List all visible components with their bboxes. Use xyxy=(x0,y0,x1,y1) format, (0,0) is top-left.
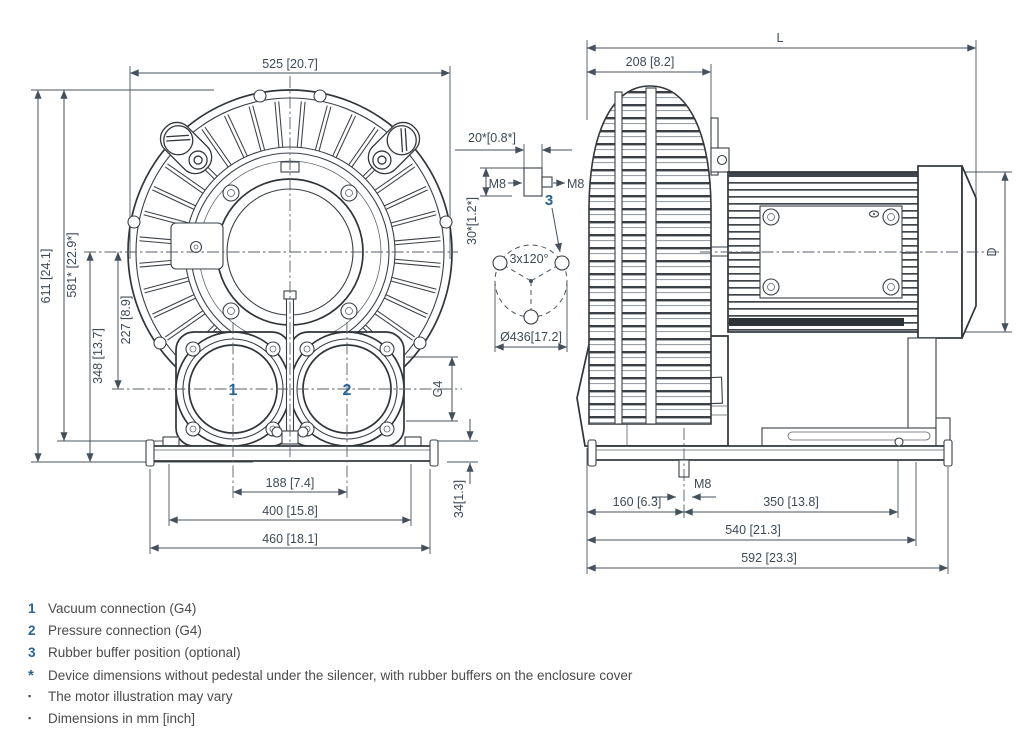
buffer-stud xyxy=(541,176,553,188)
legend-bullet-2: ▪ xyxy=(28,713,32,723)
legend-item-pressure: 2 Pressure connection (G4) xyxy=(28,623,988,645)
dim-base-length-label: 592 [23.3] xyxy=(741,551,797,565)
side-view: L 208 [8.2] D 160 [6.3] 350 [13.8] 540 [… xyxy=(576,31,1012,574)
dim-foot-span-label: 350 [13.8] xyxy=(763,495,819,509)
legend-text-1: Vacuum connection (G4) xyxy=(48,601,197,616)
legend-text-motor-note: The motor illustration may vary xyxy=(48,689,233,704)
rubber-buffer-detail: 20*[0.8*] 30*[1.2*] M8 M8 3 3x120° Ø436[… xyxy=(455,131,584,352)
legend-item-motor-note: ▪ The motor illustration may vary xyxy=(28,689,988,711)
legend-marker-2: 2 xyxy=(28,623,36,638)
legend-marker-3: 3 xyxy=(28,645,36,660)
side-centerlines xyxy=(683,251,1000,508)
dim-hole-spacing-label: 400 [15.8] xyxy=(262,504,318,518)
front-centerlines xyxy=(84,76,462,500)
dim-length-label: L xyxy=(777,31,784,45)
buffer-width-label: 20*[0.8*] xyxy=(468,131,516,145)
dim-front-foot-label: 160 [6.3] xyxy=(613,495,662,509)
legend: 1 Vacuum connection (G4) 2 Pressure conn… xyxy=(28,601,988,733)
dim-center-to-base-label: 348 [13.7] xyxy=(91,328,105,384)
side-dimension-lines xyxy=(586,44,1009,572)
legend-item-buffer: 3 Rubber buffer position (optional) xyxy=(28,645,988,667)
dim-height-no-pedestal-label: 581* [22.9*] xyxy=(65,232,79,297)
buffer-thread-left-label: M8 xyxy=(489,177,506,191)
pedestal-front xyxy=(145,436,439,467)
lifting-lug-right xyxy=(361,115,427,181)
dim-motor-diameter-label: D xyxy=(985,247,999,256)
legend-marker-star: * xyxy=(28,667,34,684)
cover-bolts xyxy=(222,184,358,320)
legend-item-vacuum: 1 Vacuum connection (G4) xyxy=(28,601,988,623)
dim-pedestal-height-label: 34[1.3] xyxy=(452,480,466,518)
front-view: 525 [20.7] 611 [24.1] 581* [22.9*] 348 [… xyxy=(31,57,478,554)
dim-center-to-ports-label: 227 [8.9] xyxy=(119,296,133,345)
pressure-port-number: 2 xyxy=(343,382,352,399)
buffer-height-label: 30*[1.2*] xyxy=(465,197,479,245)
buffer-pattern-label: 3x120° xyxy=(509,252,548,266)
legend-marker-1: 1 xyxy=(28,601,36,616)
legend-text-3: Rubber buffer position (optional) xyxy=(48,645,241,660)
buffer-thread-right-label: M8 xyxy=(567,177,584,191)
rubber-buffer xyxy=(523,167,543,197)
legend-text-2: Pressure connection (G4) xyxy=(48,623,202,638)
legend-text-units-note: Dimensions in mm [inch] xyxy=(48,711,196,726)
pedestal-side xyxy=(587,437,953,478)
buffer-bolt-circle xyxy=(492,244,570,325)
motor-support xyxy=(761,337,951,447)
stud-thread-label: M8 xyxy=(694,477,711,491)
dim-silencer-label: 208 [8.2] xyxy=(626,55,675,69)
front-dimension-lines xyxy=(34,69,474,552)
dim-base-width-label: 460 [18.1] xyxy=(262,532,318,546)
dim-width-label: 525 [20.7] xyxy=(262,57,318,71)
lifting-lug-left xyxy=(153,115,219,181)
silencer-cage xyxy=(588,85,730,425)
side-plate xyxy=(170,222,224,270)
port-thread-label: G4 xyxy=(431,381,445,398)
buffer-ref-number: 3 xyxy=(545,192,553,209)
vacuum-port-number: 1 xyxy=(229,382,238,399)
legend-bullet-1: ▪ xyxy=(28,691,32,701)
dim-base-holes-label: 540 [21.3] xyxy=(725,523,781,537)
buffer-circle-label: Ø436[17.2] xyxy=(500,330,562,344)
silencer-clamp-bracket xyxy=(710,147,730,173)
legend-text-star: Device dimensions without pedestal under… xyxy=(48,668,633,683)
blower-dimension-drawing: 525 [20.7] 611 [24.1] 581* [22.9*] 348 [… xyxy=(31,31,1012,574)
rim-clamp-bolts xyxy=(127,89,453,350)
legend-item-units-note: ▪ Dimensions in mm [inch] xyxy=(28,711,988,733)
dim-total-height-label: 611 [24.1] xyxy=(39,249,53,304)
legend-item-asterisk-note: * Device dimensions without pedestal und… xyxy=(28,667,988,689)
dim-port-spacing-label: 188 [7.4] xyxy=(266,476,315,490)
